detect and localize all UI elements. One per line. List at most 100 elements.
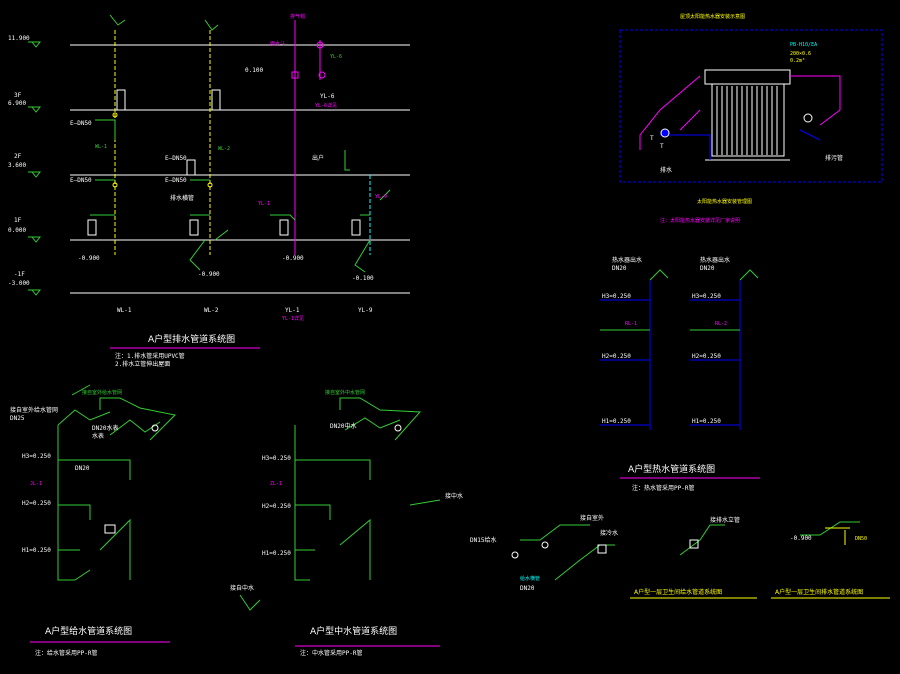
supply-level-1: H3=0.250 — [22, 453, 51, 460]
solar-valve-label2: T — [660, 143, 664, 150]
drain-label-yl9: YL-9 — [375, 194, 387, 200]
supply-left-label-1: 接自室外给水管网 — [10, 406, 58, 414]
level-3f: 3F — [14, 92, 22, 99]
solar-valve-label: T — [650, 135, 654, 142]
drain-col-wl1: WL-1 — [117, 307, 132, 314]
level-6900: 6.900 — [8, 100, 26, 107]
solar-header: 屋顶太阳能热水器安装示意图 — [680, 13, 745, 20]
hot-level-1: H3=0.250 — [602, 293, 631, 300]
drain-label-e1: E—DN50 — [70, 120, 92, 127]
solar-heater-diagram: 屋顶太阳能热水器安装示意图 PB-H10/EA 200×0.6 0.2m³ — [619, 13, 883, 224]
bath-label-3: 接冷水 — [600, 529, 618, 537]
drain-title: A户型排水管道系统图 — [148, 333, 235, 345]
level-11900: 11.900 — [8, 35, 30, 42]
hot-label-1: 热水器出水 — [612, 256, 642, 264]
drain-label-rain: 雨水斗 — [270, 40, 285, 47]
mid-note: 注：中水管采用PP-R管 — [300, 649, 362, 657]
level-minus1f: -1F — [14, 271, 25, 278]
drain-col-yl9: YL-9 — [358, 307, 373, 314]
bath-label-4: 给水横管 — [520, 575, 540, 582]
hot-level-5: H2=0.250 — [692, 353, 721, 360]
supply-title: A户型给水管道系统图 — [45, 625, 132, 637]
drain-label-yl6-sub: YL-6详见 — [315, 102, 337, 109]
solar-note: 注：太阳能热水器安装详见厂家说明 — [660, 217, 740, 224]
hot-level-6: H1=0.250 — [692, 418, 721, 425]
drain-col-wl2: WL-2 — [204, 307, 219, 314]
bath-label-2: 接自室外 — [580, 514, 604, 522]
drain-dim-2: -0.900 — [198, 271, 220, 278]
drain-label-e3: E—DN50 — [165, 155, 187, 162]
drain-system-diagram: 11.900 3F 6.900 2F 3.600 1F 0.000 -1F -3… — [8, 13, 410, 368]
bath-title-2: A户型一层卫生间排水管道系统图 — [775, 588, 863, 596]
solar-bottom-label: 排水 — [660, 166, 672, 174]
level-1f: 1F — [14, 217, 22, 224]
bath-dim: -0.900 — [790, 535, 812, 542]
solar-spec-2: 200×0.6 — [790, 51, 811, 57]
supply-left-label-2: DN25 — [10, 415, 25, 422]
drain-dim-3: -0.900 — [282, 255, 304, 262]
level-3600: 3.600 — [8, 162, 26, 169]
level-2f: 2F — [14, 153, 22, 160]
mid-level-1: H3=0.250 — [262, 455, 291, 462]
supply-note: 注：给水管采用PP-R管 — [35, 649, 97, 657]
hot-tag-2: RL-2 — [715, 321, 727, 327]
level-0000: 0.000 — [8, 227, 26, 234]
supply-dn: DN20水表 — [92, 424, 118, 432]
drain-label-y1: YL-6 — [330, 54, 342, 60]
bath-label-5: DN20 — [520, 585, 535, 592]
solar-spec-1: PB-H10/EA — [790, 42, 817, 48]
drain-label-wl1: WL-1 — [95, 144, 107, 150]
mid-right-label: 接中水 — [445, 492, 463, 500]
hot-level-2: H2=0.250 — [602, 353, 631, 360]
drain-label-yl1: YL-1 — [258, 201, 270, 207]
supply-water-diagram: 接自室外给水管网 接自室外给水管网 DN25 DN20水表 水表 H3=0.25… — [10, 384, 177, 657]
drain-label-wl2: WL-2 — [218, 146, 230, 152]
drain-label-e4: E—DN50 — [165, 177, 187, 184]
drain-label-outlet: 出户 — [312, 154, 324, 162]
hot-water-diagram: 热水器出水 DN20 热水器出水 DN20 H3=0.250 H2=0.250 … — [600, 256, 760, 492]
hot-label-1b: DN20 — [612, 265, 627, 272]
mid-level-2: H2=0.250 — [262, 503, 291, 510]
mid-level-3: H1=0.250 — [262, 550, 291, 557]
mid-top-label: 接自室外中水管网 — [325, 389, 365, 396]
bathroom-diagrams: DN15给水 接自室外 接冷水 给水横管 DN20 接排水立管 -0.900 D… — [470, 514, 890, 599]
hot-label-2: 热水器出水 — [700, 256, 730, 264]
drain-col-yl1: YL-1 — [285, 307, 300, 314]
drain-note-2: 2.排水立管伸出屋面 — [115, 360, 170, 368]
drain-dim-4: -0.100 — [352, 275, 374, 282]
level-minus3000: -3.000 — [8, 280, 30, 287]
drain-note-1: 注：1.排水管采用UPVC管 — [115, 352, 185, 360]
solar-title: 太阳能热水器安装管理图 — [697, 198, 752, 205]
bath-title-1: A户型一层卫生间给水管道系统图 — [634, 588, 722, 596]
mid-bottom-label: 接自中水 — [230, 584, 254, 592]
mid-title: A户型中水管道系统图 — [310, 625, 397, 637]
hot-level-4: H3=0.250 — [692, 293, 721, 300]
supply-label-pipe: DN20 — [75, 465, 90, 472]
drain-label-note: 排水横管 — [170, 194, 194, 202]
supply-tag: JL-1 — [30, 481, 42, 487]
drain-label-yl6: YL-6 — [320, 93, 335, 100]
hot-note: 注：热水管采用PP-R管 — [632, 484, 694, 492]
drain-label-e2: E—DN50 — [70, 177, 92, 184]
bath-label-6: 接排水立管 — [710, 516, 740, 524]
bath-label-7: DN50 — [855, 536, 867, 542]
hot-tag-1: RL-1 — [625, 321, 637, 327]
supply-top-label: 接自室外给水管网 — [82, 389, 122, 396]
supply-dn-sub: 水表 — [92, 432, 104, 440]
solar-spec-3: 0.2m³ — [790, 58, 805, 64]
bath-label-1: DN15给水 — [470, 536, 496, 544]
hot-title: A户型热水管道系统图 — [628, 463, 715, 475]
drain-col-yl1-sub: YL-1详见 — [282, 315, 304, 322]
drain-dim-1: -0.900 — [78, 255, 100, 262]
hot-label-2b: DN20 — [700, 265, 715, 272]
solar-drain-label: 排污管 — [825, 154, 843, 162]
drain-label-top: 排气帽 — [290, 13, 305, 20]
mid-dn: DN20中水 — [330, 422, 356, 430]
hot-level-3: H1=0.250 — [602, 418, 631, 425]
mid-tag: ZL-1 — [270, 481, 282, 487]
mid-water-diagram: 接自室外中水管网 DN20中水 H3=0.250 H2=0.250 H1=0.2… — [230, 389, 463, 657]
supply-level-3: H1=0.250 — [22, 547, 51, 554]
supply-level-2: H2=0.250 — [22, 500, 51, 507]
drain-dim-0100: 0.100 — [245, 67, 263, 74]
